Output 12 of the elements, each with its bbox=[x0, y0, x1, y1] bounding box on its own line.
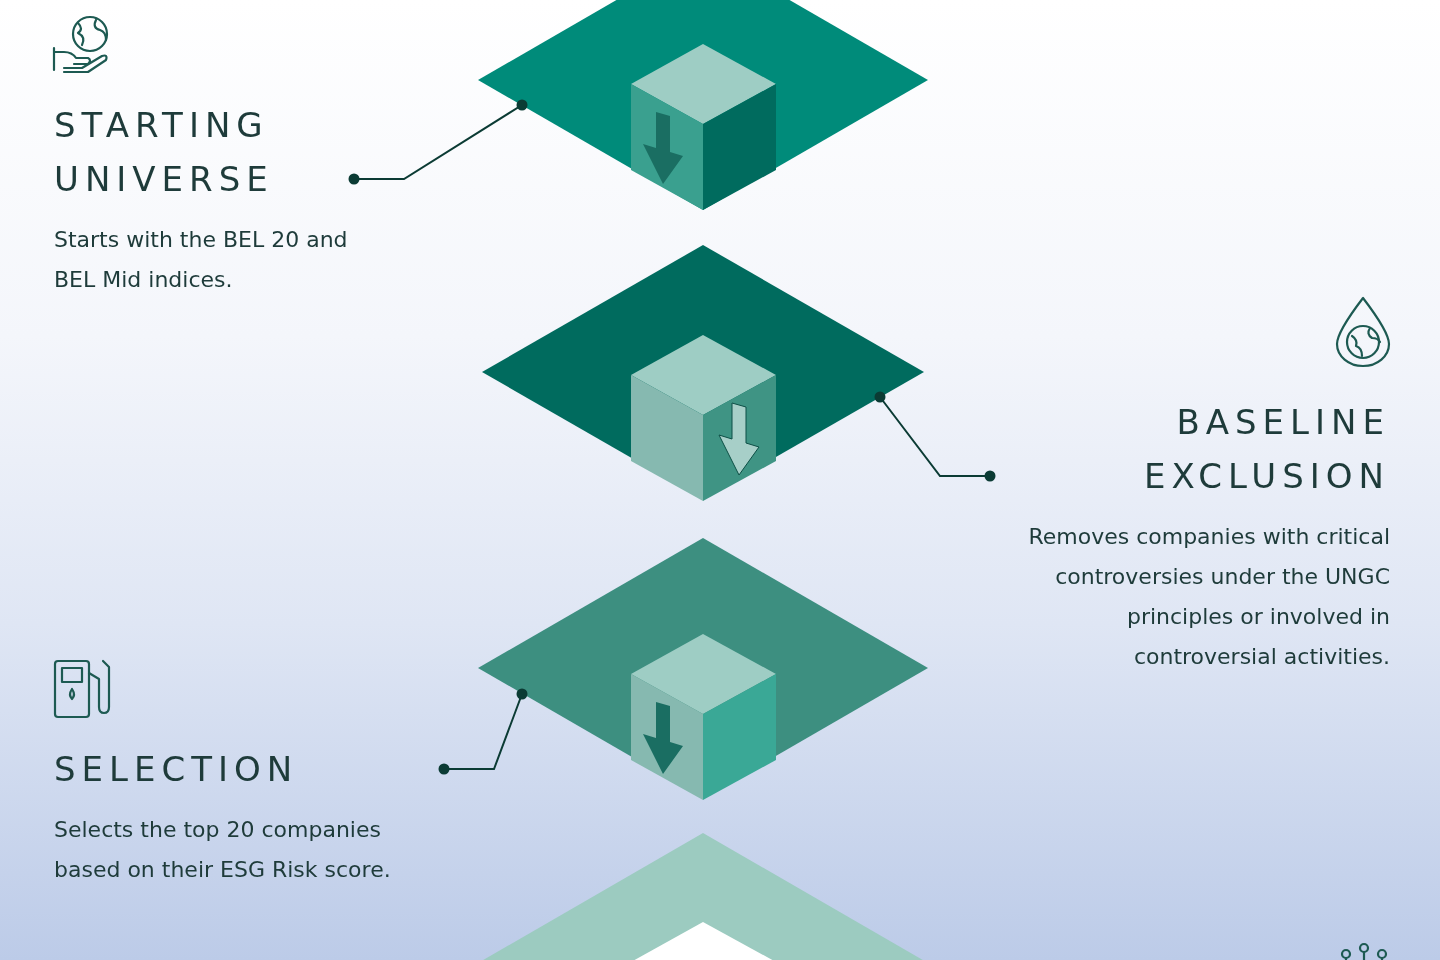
step-description: Removes companies with critical controversies under the UNGC principles or involved in controversial activities. bbox=[1027, 523, 1390, 671]
leader-line bbox=[348, 99, 528, 185]
layer-diamond bbox=[478, 538, 928, 798]
leader-line bbox=[874, 391, 996, 482]
step-heading: STARTING UNIVERSE bbox=[54, 104, 275, 201]
leader-line bbox=[438, 688, 528, 775]
step-description: Starts with the BEL 20 and BEL Mid indices. bbox=[54, 226, 349, 294]
layer-diamond bbox=[478, 0, 928, 210]
step-heading: BASELINE EXCLUSION bbox=[1143, 401, 1390, 498]
step-description: Selects the top 20 companies based on their ESG Risk score. bbox=[54, 816, 392, 884]
layer-diamond bbox=[482, 245, 924, 499]
step-heading: SELECTION bbox=[54, 748, 300, 791]
